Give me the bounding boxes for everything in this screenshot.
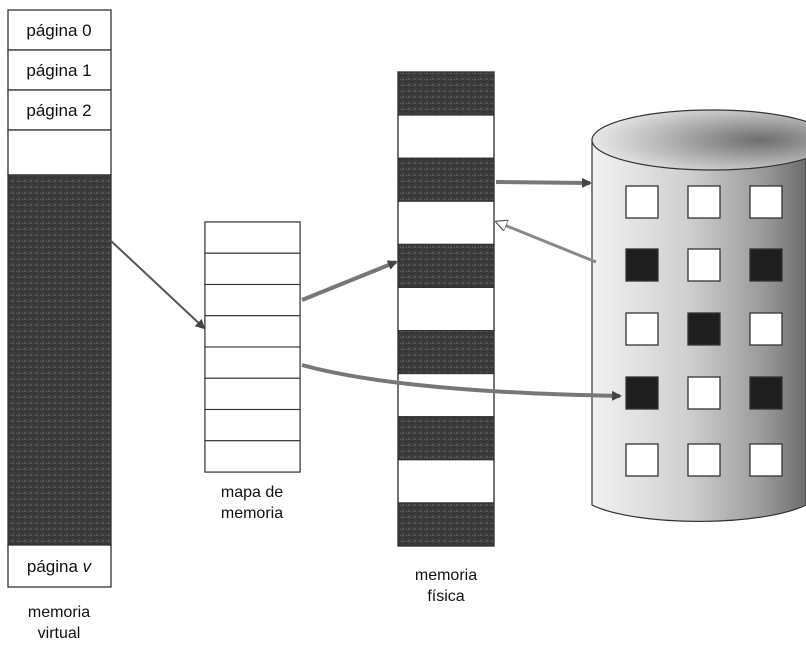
disk-block-free [687, 185, 721, 219]
memory-map-caption-2: memoria [221, 505, 283, 522]
virtual-memory-caption-2: virtual [38, 625, 81, 642]
physical-frame-free [397, 200, 495, 245]
physical-memory-frames [397, 71, 495, 547]
arrow-virtual-to-map [109, 239, 206, 330]
physical-frame-occupied [397, 157, 495, 202]
memory-map-entry [204, 377, 301, 411]
disk-block-used [687, 312, 721, 346]
memory-map-entry [204, 221, 301, 254]
virtual-page-3 [7, 129, 112, 176]
physical-memory: memoria física [397, 71, 495, 605]
memory-map-caption-1: mapa de [221, 484, 283, 501]
disk-block-free [625, 443, 659, 477]
physical-frame-occupied [397, 71, 495, 116]
disk-block-free [625, 185, 659, 219]
disk-block-free [749, 443, 783, 477]
physical-frame-free [397, 286, 495, 332]
memory-map-entry [204, 252, 301, 286]
disk-block-used [625, 248, 659, 282]
arrow-physical-to-disk [495, 177, 592, 188]
virtual-pages-middle [7, 174, 112, 546]
memory-map: mapa de memoria [204, 221, 301, 522]
memory-map-entry [204, 408, 301, 442]
physical-frame-occupied [397, 416, 495, 461]
disk-block-free [687, 248, 721, 282]
memory-map-entry [204, 346, 301, 379]
virtual-page-0-label: página 0 [26, 21, 91, 40]
memory-map-entry [204, 315, 301, 348]
arrow-disk-to-physical [497, 222, 597, 264]
disk-block-free [687, 376, 721, 410]
disk-blocks [625, 185, 783, 477]
virtual-page-v-label: página v [27, 557, 93, 576]
disk-block-used [749, 248, 783, 282]
disk-block-free [749, 312, 783, 346]
memory-map-entry [204, 440, 301, 473]
disk-block-used [749, 376, 783, 410]
disk [591, 109, 806, 522]
virtual-page-2-label: página 2 [26, 101, 91, 120]
physical-frame-free [397, 459, 495, 504]
physical-memory-caption-1: memoria [415, 567, 477, 584]
physical-memory-border [397, 71, 495, 547]
virtual-page-0 [7, 9, 112, 51]
memory-map-rows [204, 221, 301, 473]
disk-block-free [749, 185, 783, 219]
physical-frame-free [397, 373, 495, 418]
virtual-page-v [7, 544, 112, 588]
virtual-page-1 [7, 49, 112, 91]
disk-block-free [625, 312, 659, 346]
virtual-page-1-label: página 1 [26, 61, 91, 80]
virtual-memory: página 0 página 1 página 2 página v memo… [7, 9, 112, 642]
arrow-map-to-disk [301, 363, 622, 401]
physical-memory-caption-2: física [427, 588, 464, 605]
memory-map-entry [204, 283, 301, 317]
physical-frame-occupied [397, 243, 495, 289]
physical-frame-free [397, 114, 495, 159]
physical-frame-occupied [397, 329, 495, 375]
disk-block-used [625, 376, 659, 410]
arrow-map-to-physical [301, 260, 398, 302]
disk-top [591, 109, 806, 171]
physical-frame-occupied [397, 502, 495, 547]
arrows [109, 177, 622, 401]
virtual-memory-caption-1: memoria [28, 604, 90, 621]
disk-block-free [687, 443, 721, 477]
